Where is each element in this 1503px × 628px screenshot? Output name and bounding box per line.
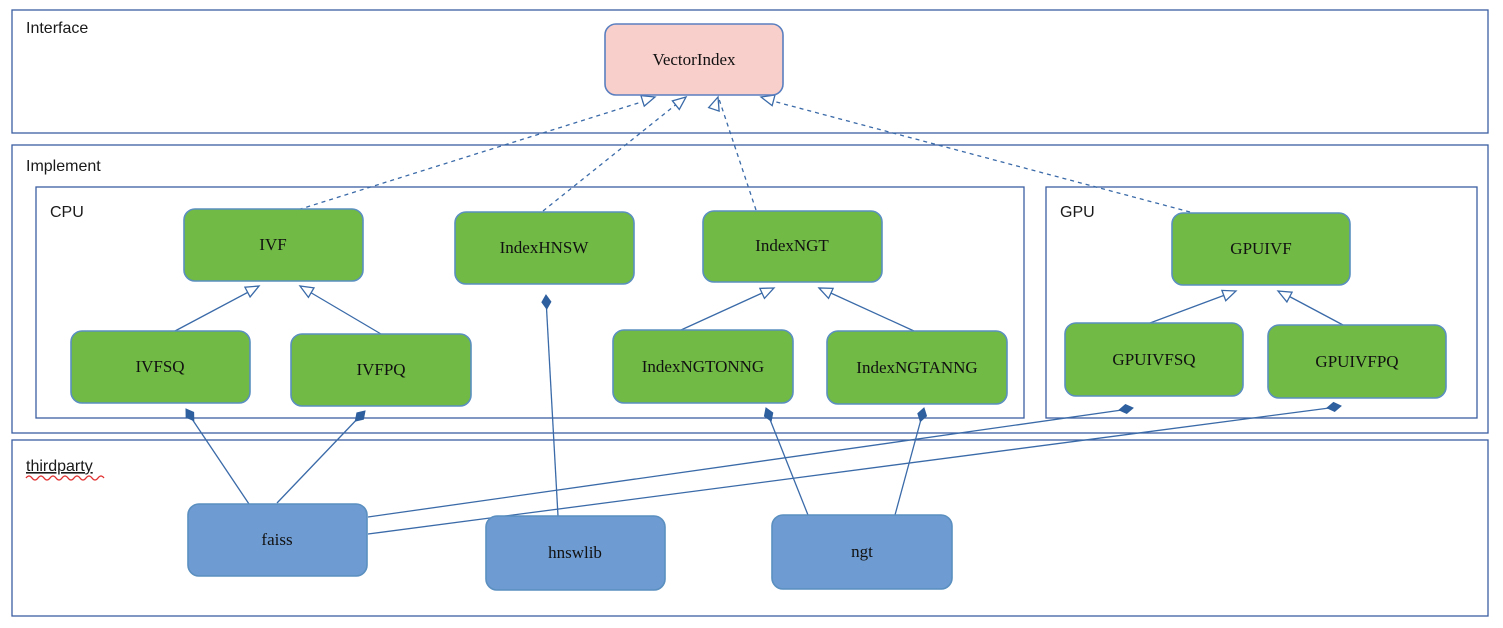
arrowhead-filled-diamond xyxy=(917,407,928,423)
edge-ngt-to-indexngtonng xyxy=(766,411,809,516)
node-faiss[interactable]: faiss xyxy=(187,503,368,577)
edge-ngt-to-indexngtanng xyxy=(894,411,924,516)
node-label-ivfsq: IVFSQ xyxy=(135,357,184,376)
nodes-layer: VectorIndex IVF IndexHNSW IndexNGT GPUIV… xyxy=(70,23,1447,591)
node-rect-ngt[interactable] xyxy=(771,514,953,590)
node-label-indexngt: IndexNGT xyxy=(755,236,829,255)
node-rect-indexngtanng[interactable] xyxy=(826,330,1008,405)
group-label-interface: Interface xyxy=(26,20,88,37)
node-rect-ivfsq[interactable] xyxy=(70,330,251,404)
node-gpuivf[interactable]: GPUIVF xyxy=(1171,212,1351,286)
arrowhead-filled-diamond xyxy=(1326,401,1342,412)
arrowhead-hollow-triangle xyxy=(1276,290,1294,304)
group-label-cpu: CPU xyxy=(50,204,84,221)
node-rect-indexngt[interactable] xyxy=(702,210,883,283)
edge-gpuivf-to-vectorindex xyxy=(764,98,1191,213)
node-rect-gpuivfsq[interactable] xyxy=(1064,322,1244,397)
arrowhead-hollow-triangle xyxy=(707,95,720,112)
node-label-indexhnsw: IndexHNSW xyxy=(500,238,590,257)
edge-faiss-to-gpuivfsq xyxy=(367,408,1130,518)
node-gpuivfsq[interactable]: GPUIVFSQ xyxy=(1064,322,1244,397)
group-label-gpu: GPU xyxy=(1060,204,1095,221)
node-rect-indexngtonng[interactable] xyxy=(612,329,794,404)
arrowhead-filled-diamond xyxy=(354,410,366,422)
edge-indexngt-to-vectorindex xyxy=(718,98,757,211)
node-indexhnsw[interactable]: IndexHNSW xyxy=(454,211,635,285)
node-label-gpuivf: GPUIVF xyxy=(1230,239,1291,258)
group-label-implement: Implement xyxy=(26,158,101,175)
node-ivf[interactable]: IVF xyxy=(183,208,364,282)
node-rect-faiss[interactable] xyxy=(187,503,368,577)
arrowhead-hollow-triangle xyxy=(1220,289,1238,302)
edge-ivfpq-to-ivf xyxy=(302,287,382,335)
edge-indexngtonng-to-indexngt xyxy=(680,288,772,331)
node-indexngtonng[interactable]: IndexNGTONNG xyxy=(612,329,794,404)
arrowhead-hollow-triangle xyxy=(640,94,657,108)
arrowhead-hollow-triangle xyxy=(758,287,776,300)
node-ngt[interactable]: ngt xyxy=(771,514,953,590)
node-label-hnswlib: hnswlib xyxy=(548,543,602,562)
edge-indexngtanng-to-indexngt xyxy=(821,288,915,332)
arrowhead-hollow-triangle xyxy=(817,287,835,300)
node-rect-ivf[interactable] xyxy=(183,208,364,282)
node-rect-indexhnsw[interactable] xyxy=(454,211,635,285)
node-label-gpuivfpq: GPUIVFPQ xyxy=(1315,352,1398,371)
edge-ivfsq-to-ivf xyxy=(174,287,257,332)
node-rect-ivfpq[interactable] xyxy=(290,333,472,407)
node-label-gpuivfsq: GPUIVFSQ xyxy=(1112,350,1195,369)
edge-hnswlib-to-indexhnsw xyxy=(545,298,559,517)
edge-gpuivfsq-to-gpuivf xyxy=(1149,291,1234,324)
node-hnswlib[interactable]: hnswlib xyxy=(485,515,666,591)
node-rect-gpuivfpq[interactable] xyxy=(1267,324,1447,399)
node-gpuivfpq[interactable]: GPUIVFPQ xyxy=(1267,324,1447,399)
edge-indexhnsw-to-vectorindex xyxy=(542,98,684,212)
edge-gpuivfpq-to-gpuivf xyxy=(1280,291,1344,326)
node-rect-gpuivf[interactable] xyxy=(1171,212,1351,286)
node-ivfsq[interactable]: IVFSQ xyxy=(70,330,251,404)
arrowhead-filled-diamond xyxy=(185,408,195,422)
edge-faiss-to-ivfpq xyxy=(276,413,363,504)
arrowhead-filled-diamond xyxy=(541,294,552,310)
node-indexngt[interactable]: IndexNGT xyxy=(702,210,883,283)
node-ivfpq[interactable]: IVFPQ xyxy=(290,333,472,407)
node-rect-vectorindex[interactable] xyxy=(604,23,784,96)
node-label-ivfpq: IVFPQ xyxy=(356,360,405,379)
node-label-faiss: faiss xyxy=(261,530,292,549)
node-indexngtanng[interactable]: IndexNGTANNG xyxy=(826,330,1008,405)
edge-ivf-to-vectorindex xyxy=(290,98,652,213)
arrowhead-hollow-triangle xyxy=(671,95,688,111)
node-label-ivf: IVF xyxy=(259,235,286,254)
node-rect-hnswlib[interactable] xyxy=(485,515,666,591)
node-vectorindex[interactable]: VectorIndex xyxy=(604,23,784,96)
edge-faiss-to-gpuivfpq xyxy=(367,406,1338,535)
arrowhead-filled-diamond xyxy=(763,407,774,422)
group-label-thirdparty: thirdparty xyxy=(26,458,93,475)
arrowhead-hollow-triangle xyxy=(759,94,776,107)
arrowhead-hollow-triangle xyxy=(243,285,261,299)
arrowhead-hollow-triangle xyxy=(298,285,316,299)
node-label-vectorindex: VectorIndex xyxy=(652,50,736,69)
node-label-indexngtanng: IndexNGTANNG xyxy=(856,358,977,377)
spellcheck-squiggle-icon xyxy=(25,475,105,481)
node-label-ngt: ngt xyxy=(851,542,873,561)
arrowhead-filled-diamond xyxy=(1118,403,1134,415)
node-label-indexngtonng: IndexNGTONNG xyxy=(642,357,764,376)
edges-layer xyxy=(174,94,1344,535)
edge-faiss-to-ivfsq xyxy=(187,412,250,505)
